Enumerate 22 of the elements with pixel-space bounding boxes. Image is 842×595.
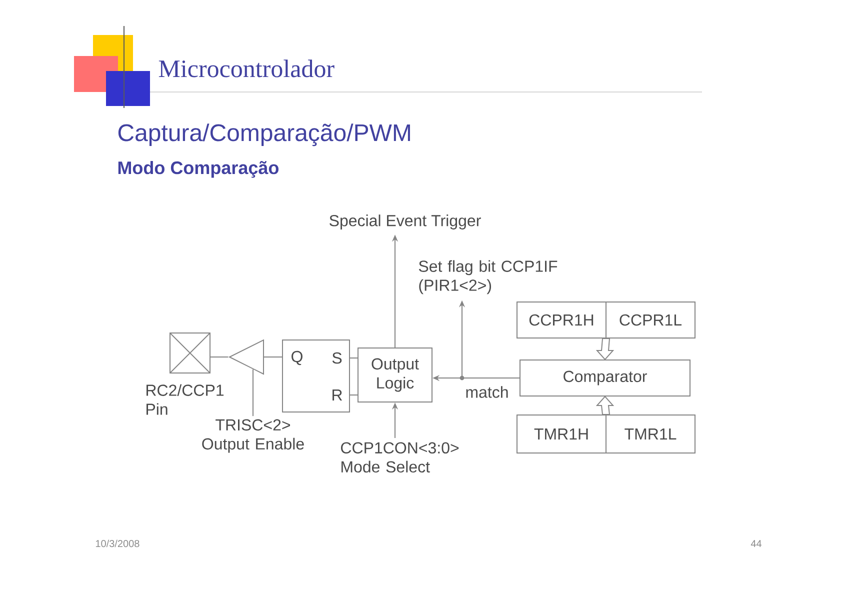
signal-label: Set flag bit CCP1IF (PIR1<2>) <box>418 260 558 294</box>
connector-line <box>264 356 282 358</box>
connector-line <box>252 368 254 417</box>
register-box: CCPR1H CCPR1L <box>516 302 696 338</box>
hollow-arrow <box>596 338 614 360</box>
signal-label: CCP1CON<3:0> Mode Select <box>341 442 459 473</box>
register-box: TMR1H TMR1L <box>516 414 696 454</box>
page-number: 44 <box>750 540 762 547</box>
slide-subtitle: Modo Comparação <box>118 160 278 178</box>
connector-line <box>350 394 358 396</box>
header-title: Microcontrolador <box>158 60 334 78</box>
slide-title: Captura/Comparação/PWM <box>118 124 410 146</box>
hollow-arrow <box>596 396 614 415</box>
connector-line <box>210 356 229 358</box>
signal-label: Special Event Trigger <box>330 214 481 230</box>
pin-label: RC2/CCP1 Pin <box>146 384 224 415</box>
edge-label: match <box>464 385 510 399</box>
logic-box: Output Logic <box>358 348 432 402</box>
comparator-box: Comparator <box>520 360 690 396</box>
signal-label: TRISC<2> Output Enable <box>202 419 304 453</box>
latch-box: Q S R <box>282 340 350 412</box>
date-footer: 10/3/2008 <box>96 540 140 548</box>
